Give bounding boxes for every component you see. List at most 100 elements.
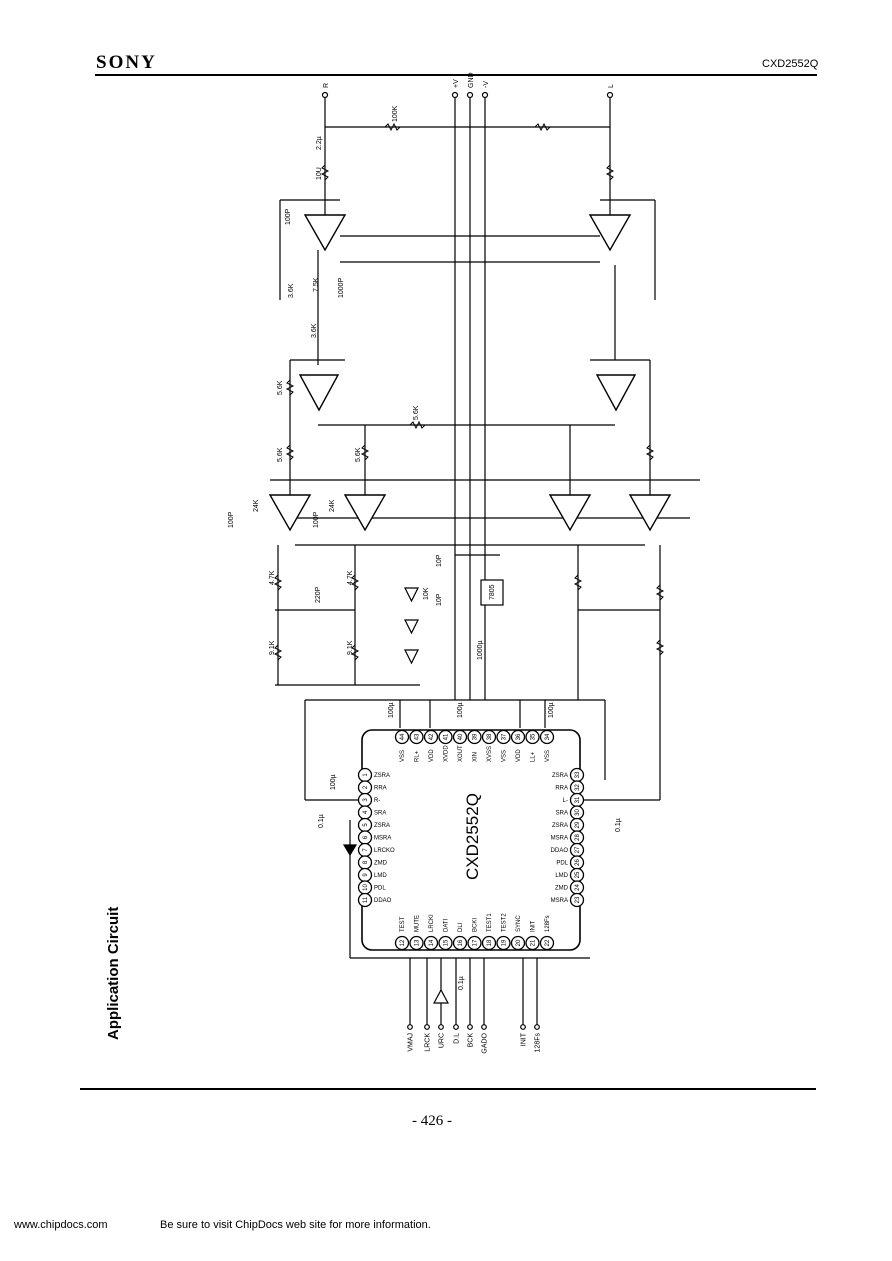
pin-name: RRA: [555, 786, 568, 792]
chip-pin: 17 BCKI: [467, 918, 482, 951]
pin-name: BCKI: [473, 918, 479, 932]
pin-circle: [394, 729, 410, 745]
pin-name: LMD: [374, 873, 387, 879]
pin-name: LL+: [531, 751, 537, 762]
c100p-c-label: 100P: [313, 511, 320, 528]
pin-name: VSS: [400, 750, 406, 762]
input-terminal: [453, 1024, 459, 1030]
pin-number: 38: [487, 733, 493, 740]
pin-name: TEST: [400, 916, 406, 932]
pin-number: 36: [516, 733, 522, 740]
pin-number: 10: [363, 884, 369, 891]
c100p-b-label: 100P: [228, 511, 235, 528]
pin-number: 5: [363, 823, 369, 827]
input-terminal: [438, 1024, 444, 1030]
input-terminal: [467, 1024, 473, 1030]
c100u-d-label: 100µ: [330, 774, 337, 790]
pin-name: ZMD: [555, 886, 569, 892]
r10k-label: 10K: [423, 587, 430, 600]
pin-name: LRCKO: [374, 848, 395, 854]
pin-name: MUTE: [415, 915, 421, 932]
terminal-gnd-label: GND: [468, 72, 475, 88]
pin-circle: [510, 729, 526, 745]
input-terminal: [481, 1024, 487, 1030]
site-note: Be sure to visit ChipDocs web site for m…: [160, 1219, 431, 1231]
pin-circle: [423, 935, 439, 951]
c100u-c-label: 100µ: [548, 702, 555, 718]
chip-pin: 15 DATI: [438, 918, 453, 951]
r47k-a-label: 4.7K: [269, 570, 276, 585]
input-label: D.L: [454, 1033, 461, 1044]
pin-name: PDL: [556, 861, 568, 867]
pin-name: R-: [374, 798, 380, 804]
chip-name: CXD2552Q: [463, 793, 482, 880]
pin-circle: [409, 935, 424, 951]
site-link[interactable]: www.chipdocs.com: [14, 1219, 108, 1231]
inverter-icon: [404, 587, 419, 603]
pin-name: LRCKI: [429, 914, 435, 932]
pin-name: XOUT: [458, 745, 464, 762]
application-circuit-diagram: R L +V GND -V 7805 100K 2.2µ 10U 100P 3.…: [228, 72, 700, 1054]
pin-circle: [467, 935, 482, 951]
pin-name: TEST1: [487, 913, 493, 932]
r56k-c-label: 5.6K: [277, 447, 284, 462]
pin-number: 11: [363, 896, 369, 903]
input-label: GADO: [482, 1032, 489, 1053]
c01u-b-label: 0.1µ: [615, 818, 622, 832]
opamp-r3: [268, 494, 312, 532]
pin-name: MSRA: [551, 898, 568, 904]
pin-name: DLI: [458, 922, 464, 932]
input-terminal: [534, 1024, 540, 1030]
c100u-b-label: 100µ: [457, 702, 464, 718]
resistors: [273, 122, 665, 661]
pin-circle: [409, 729, 424, 745]
pin-circle: [481, 729, 497, 745]
input-terminal: [407, 1024, 413, 1030]
pin-number: 17: [473, 939, 479, 946]
pin-number: 15: [444, 939, 450, 946]
pin-name: SRA: [556, 811, 568, 817]
pin-number: 18: [487, 939, 493, 946]
pin-number: 30: [575, 809, 581, 816]
pin-number: 1: [363, 773, 369, 777]
c10p-a-label: 10P: [436, 554, 443, 567]
part-number: CXD2552Q: [762, 58, 819, 70]
pin-number: 9: [363, 873, 369, 877]
pin-name: XIN: [473, 752, 479, 762]
pin-name: ZSRA: [552, 773, 568, 779]
pin-circle: [357, 892, 373, 908]
pin-name: L-: [563, 798, 568, 804]
pin-name: MSRA: [374, 836, 391, 842]
inverter-icon: [404, 619, 419, 635]
r36k-b-label: 3.6K: [311, 323, 318, 338]
c100u-a-label: 100µ: [388, 702, 395, 718]
pin-name: RRA: [374, 786, 387, 792]
pin-name: DATI: [444, 918, 450, 932]
r91k-b-label: 9.1K: [347, 640, 354, 655]
input-label: VMAJ: [408, 1033, 415, 1052]
output-terminals: [321, 91, 614, 99]
input-label: BCK: [468, 1033, 475, 1048]
pin-number: 27: [575, 846, 581, 853]
pin-number: 29: [575, 821, 581, 828]
input-label: LRCK: [425, 1033, 432, 1052]
r56k-b-label: 5.6K: [413, 405, 420, 420]
buffer-icon: [432, 988, 450, 1004]
pin-number: 32: [575, 784, 581, 791]
pin-circle: [394, 935, 410, 951]
opamp-l1: [588, 214, 632, 252]
pin-number: 31: [575, 796, 581, 803]
pin-name: MSRA: [551, 836, 568, 842]
pin-number: 13: [415, 939, 421, 946]
pin-name: LMD: [555, 873, 568, 879]
c01u-a-label: 0.1µ: [318, 814, 325, 828]
